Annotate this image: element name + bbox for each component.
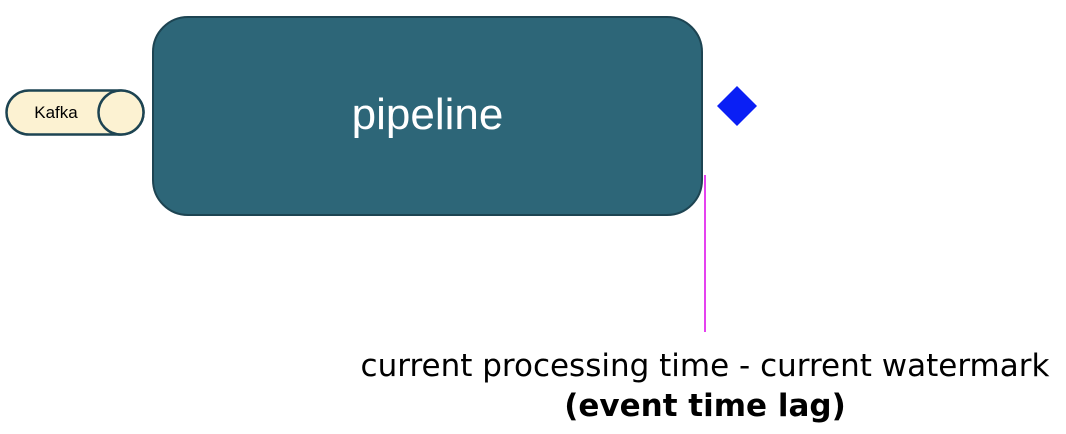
- lag-caption: current processing time - current waterm…: [345, 346, 1065, 426]
- kafka-source: Kafka: [5, 89, 145, 136]
- caption-formula: current processing time - current waterm…: [360, 348, 1050, 384]
- watermark-marker: [716, 85, 758, 127]
- event-time-lag-line: [704, 175, 706, 332]
- cylinder-icon: [5, 89, 145, 136]
- diamond-icon: [717, 86, 757, 126]
- kafka-label: Kafka: [34, 103, 78, 122]
- pipeline-label: pipeline: [351, 90, 504, 139]
- caption-title: (event time lag): [564, 388, 846, 424]
- pipeline-box: pipeline: [152, 16, 703, 216]
